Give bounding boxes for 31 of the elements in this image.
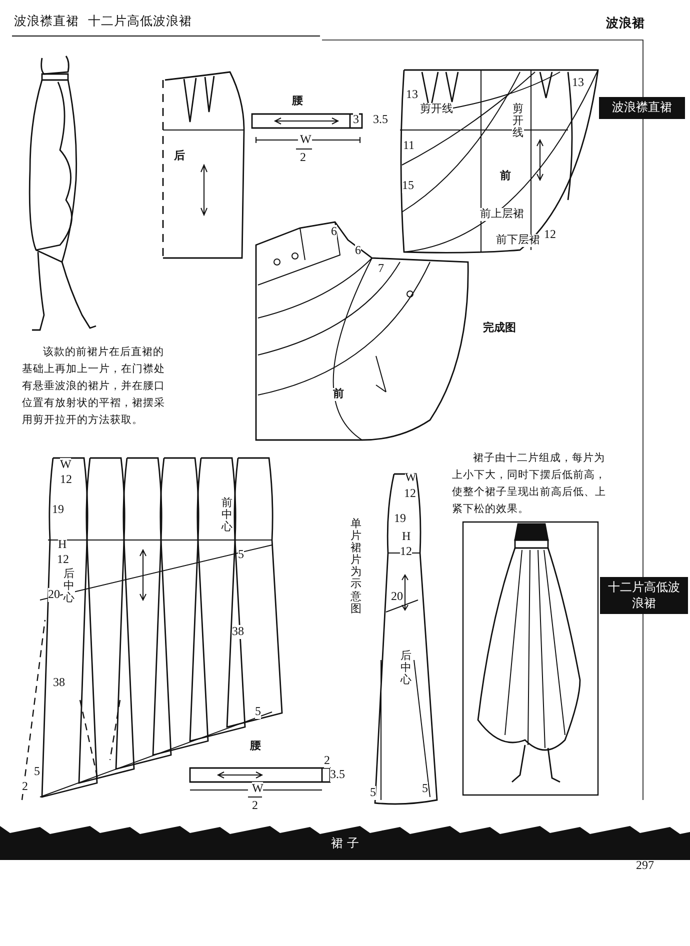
- dimension-label: 2: [324, 754, 330, 768]
- dimension-label: 3.5: [330, 768, 345, 782]
- dimension-label: 6: [331, 225, 337, 239]
- description-text: 该款的前裙片在后直裙的基础上再加上一片，在门襟处有悬垂波浪的裙片，并在腰口位置有放射状的平褶，裙摆采用剪开拉开的方法获取。: [22, 345, 166, 428]
- pattern-label: 前下层裙: [496, 234, 540, 247]
- footer-text: 裙 子: [330, 835, 360, 852]
- pattern-label: 完成图: [483, 322, 516, 335]
- pattern-label: 后中心: [400, 650, 412, 686]
- dimension-label: 5: [370, 786, 376, 800]
- dimension-label: 5: [255, 705, 261, 719]
- header-text: 十二片高低波浪裙: [88, 14, 192, 28]
- section-tab: 十二片高低波浪裙: [600, 577, 688, 614]
- header-text: 波浪襟直裙: [14, 14, 79, 28]
- pattern-label: 腰: [250, 740, 261, 753]
- dimension-label: 38: [232, 625, 244, 639]
- pattern-label: 前上层裙: [480, 208, 524, 221]
- pattern-label: 后: [174, 150, 185, 163]
- pattern-label: 单片裙片为示意图: [350, 518, 362, 615]
- pattern-label: 后中心: [63, 568, 75, 604]
- description-text: 裙子由十二片组成，每片为上小下大，同时下摆后低前高，使整个裙子呈现出前高后低、上紧下松的效果。: [452, 451, 607, 517]
- pattern-label: 腰: [292, 95, 303, 108]
- pattern-label: 前中心: [221, 497, 233, 534]
- section-tab: 波浪襟直裙: [599, 97, 685, 119]
- dimension-label: 2: [22, 780, 28, 794]
- dimension-label: 15: [402, 179, 414, 193]
- pattern-label: 剪开线: [420, 103, 453, 116]
- pattern-label: 前: [333, 388, 344, 401]
- pattern-label: 剪开线: [512, 103, 524, 140]
- dimension-label: 20: [48, 588, 60, 602]
- header-text: 波浪裙: [606, 16, 645, 30]
- pattern-label: 前: [500, 170, 511, 183]
